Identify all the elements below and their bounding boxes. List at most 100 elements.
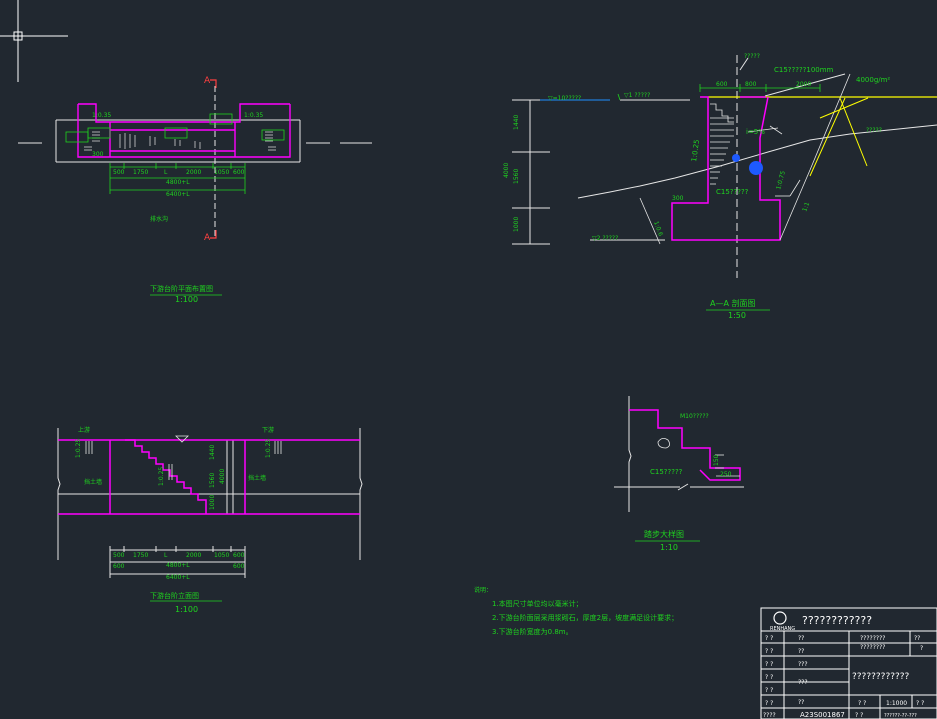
titleblock-cell-3: ? ? (855, 712, 863, 719)
title-block: RENHANG ???????????? ? ? ? ? ? ? ? ? ? ?… (760, 607, 937, 719)
detail-dim-150: 150 (713, 454, 720, 466)
titleblock-sign-1: ?? (798, 635, 804, 642)
section-label-top: ????? (744, 53, 760, 60)
plan-dim-1050: 1050 (214, 169, 229, 176)
section-scale: 1:50 (728, 311, 746, 320)
elevation-dim-1050: 1050 (214, 552, 229, 559)
elevation-dim-1000: 1000 (209, 495, 216, 510)
section-geo-label: 4000g/m² (856, 76, 890, 84)
titleblock-right-2: ? (920, 645, 923, 652)
elevation-left-label: 上游 (78, 426, 90, 434)
detail-title: 踏步大样图 (644, 529, 684, 539)
titleblock-row-3: ? ? (765, 661, 773, 668)
section-a-a-view: ▽=10????? ▽1 ????? ▽2 ????? 1440 1560 10… (503, 53, 937, 320)
titleblock-sign-3: ??? (798, 661, 808, 668)
crosshair-cursor (0, 0, 68, 82)
titleblock-drawing-name: ???????????? (852, 672, 910, 682)
plan-dim-500: 500 (113, 169, 125, 176)
titleblock-row-1: ? ? (765, 635, 773, 642)
elevation-dim2-right: 600 (233, 563, 245, 570)
plan-bottom-label: 排水沟 (150, 215, 168, 223)
elevation-dim-500: 500 (113, 552, 125, 559)
plan-section-marker-top: A (204, 76, 211, 86)
elevation-dim-outer-total: 6400+L (166, 574, 190, 581)
titleblock-mid-1: ???????? (860, 635, 885, 642)
step-detail-view: M10????? C15????? 150 250 踏步大样图 1:10 (614, 396, 744, 552)
titleblock-row-4: ? ? (765, 674, 773, 681)
plan-dim-600: 600 (233, 169, 245, 176)
section-dim-800: 800 (745, 81, 757, 88)
elevation-dim-600: 600 (233, 552, 245, 559)
section-slope-i: i=5% (746, 128, 765, 136)
elevation-dim-1560: 1560 (209, 473, 216, 488)
elevation-dim-4000: 4000 (219, 469, 226, 484)
elevation-dim-inner-total: 4800+L (166, 562, 190, 569)
titleblock-project: ???????????? (802, 614, 872, 627)
notes-item-1: 1.本图尺寸单位均以毫米计； (492, 599, 583, 608)
elevation-slope-mid: 1:0.25 (158, 467, 165, 486)
notes-item-2: 2.下游台阶面层采用浆砌石，厚度2层，坡度满足设计要求； (492, 613, 678, 622)
elevation-slope-left: 1:0.25 (75, 439, 82, 458)
titleblock-row-5: ? ? (765, 687, 773, 694)
section-slope-1075: 1:0.75 (775, 170, 787, 191)
section-label-300: 300 (672, 195, 684, 202)
plan-dim-1750: 1750 (133, 169, 148, 176)
elevation-slope-right: 1:0.25 (265, 439, 272, 458)
titleblock-mid-2: ???????? (860, 644, 885, 651)
notes-block: 说明： 1.本图尺寸单位均以毫米计； 2.下游台阶面层采用浆砌石，厚度2层，坡度… (474, 586, 678, 636)
titleblock-number: A23S001867 (800, 711, 845, 719)
elevation-right-tag: 挡土墙 (248, 474, 266, 482)
plan-dim-L: L (164, 169, 168, 176)
section-slope-11: 1:1 (801, 201, 811, 213)
plan-dim-outer-total: 6400+L (166, 191, 190, 198)
notes-heading: 说明： (474, 586, 492, 594)
section-dim-2000: 2000 (796, 81, 811, 88)
plan-dim-inner-total: 4800+L (166, 179, 190, 186)
section-water-level2: ▽1 ????? (624, 92, 650, 99)
plan-scale: 1:100 (175, 295, 198, 304)
elevation-dim-1750: 1750 (133, 552, 148, 559)
detail-m-label: M10????? (680, 413, 709, 420)
section-c15-top: C15?????100mm (774, 66, 834, 74)
titleblock-company: RENHANG (770, 626, 795, 632)
section-water-level: ▽=10????? (548, 95, 581, 102)
titleblock-row-6: ? ? (765, 700, 773, 707)
section-dim-1000: 1000 (513, 217, 520, 232)
elevation-left-tag: 挡土墙 (84, 478, 102, 486)
titleblock-sign-2: ?? (798, 648, 804, 655)
notes-item-3: 3.下游台阶宽度为0.8m。 (492, 627, 573, 636)
section-dim-1440: 1440 (513, 115, 520, 130)
plan-slope-left: 1:0.35 (92, 112, 111, 119)
section-c15-mid: C15????? (716, 188, 749, 196)
titleblock-date: ??????-??-??? (884, 713, 917, 719)
plan-view: A A 1:0.35 1:0.35 300 500 1750 L 2000 10… (18, 76, 372, 304)
plan-label-300: 300 (92, 151, 104, 158)
plan-dim-2000: 2000 (186, 169, 201, 176)
titleblock-sign-5: ?? (798, 699, 804, 706)
plan-slope-right: 1:0.35 (244, 112, 263, 119)
titleblock-right-1: ?? (914, 635, 920, 642)
elevation-dim-2000: 2000 (186, 552, 201, 559)
detail-dim-250: 250 (720, 471, 732, 478)
titleblock-row-7: ???? (763, 712, 776, 719)
section-title: A—A 剖面图 (710, 298, 756, 308)
plan-title: 下游台阶平面布置图 (150, 284, 213, 293)
elevation-title: 下游台阶立面图 (150, 591, 199, 600)
section-dim-600: 600 (716, 81, 728, 88)
section-dim-1560: 1560 (513, 169, 520, 184)
section-slope-1025: 1:0.25 (690, 139, 701, 162)
detail-scale: 1:10 (660, 543, 678, 552)
detail-c15-label: C15????? (650, 468, 683, 476)
elevation-dim-L: L (164, 552, 168, 559)
elevation-scale: 1:100 (175, 605, 198, 614)
section-water-level3: ▽2 ????? (592, 235, 618, 242)
titleblock-cell-1: ? ? (858, 700, 866, 707)
titleblock-row-2: ? ? (765, 648, 773, 655)
elevation-dim2-left: 600 (113, 563, 125, 570)
section-slope-106: 1:0.6 (652, 220, 664, 237)
titleblock-sign-4: ??? (798, 679, 808, 686)
titleblock-scale: 1:1000 (886, 700, 907, 707)
elevation-dim-1440: 1440 (209, 445, 216, 460)
section-fill-label: ????? (866, 127, 882, 134)
